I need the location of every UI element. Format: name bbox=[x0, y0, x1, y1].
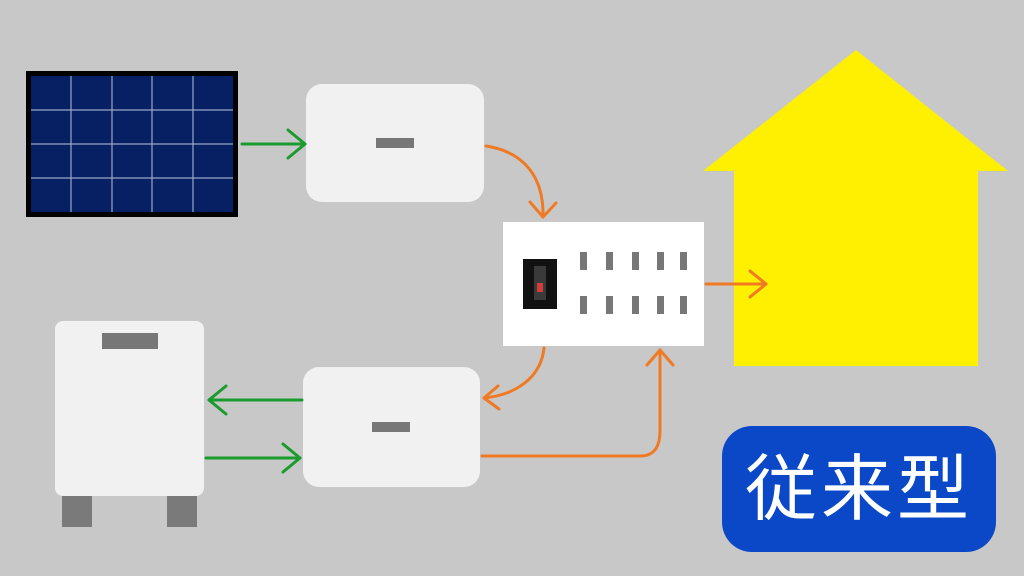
power-conditioner-solar bbox=[306, 84, 484, 202]
system-type-badge: 従来型 bbox=[722, 426, 996, 552]
arrow-battery-to-inverter bbox=[204, 442, 302, 474]
ac-flow-arrows bbox=[480, 144, 768, 458]
power-conditioner-battery bbox=[303, 367, 480, 487]
system-type-label: 従来型 bbox=[744, 447, 973, 531]
arrow-panel-to-inverter bbox=[240, 128, 307, 160]
dc-flow-arrows bbox=[204, 128, 307, 474]
arrow-board-to-house bbox=[704, 269, 768, 299]
status-slot bbox=[372, 422, 410, 432]
arrow-board-to-battery-inverter bbox=[482, 346, 546, 411]
arrow-inverter-to-battery bbox=[207, 384, 304, 416]
distribution-board-icon bbox=[503, 222, 704, 346]
solar-panel-icon bbox=[26, 71, 238, 217]
house-icon bbox=[703, 50, 1008, 366]
battery-display bbox=[102, 333, 158, 349]
arrow-inverter-to-board bbox=[484, 144, 558, 219]
arrow-battery-inverter-to-board bbox=[480, 348, 675, 458]
battery-unit-icon bbox=[55, 321, 204, 527]
status-slot bbox=[376, 138, 414, 148]
